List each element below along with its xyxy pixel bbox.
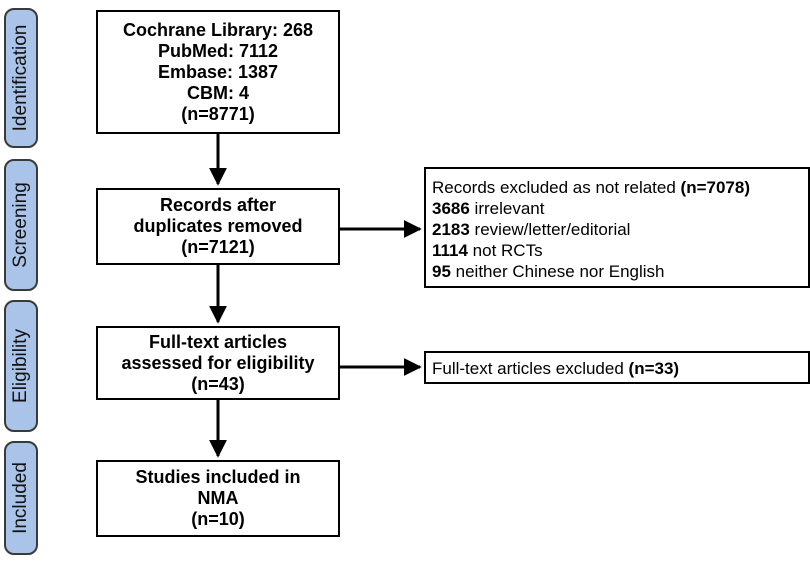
eligibility-line: assessed for eligibility [121,352,315,373]
identification-line: Cochrane Library: 268 [122,19,314,40]
exclusion-reason-count: 1114 [432,241,468,260]
fulltext-excluded-line: Full-text articles excluded (n=33) [432,358,808,379]
exclusion-reason-count: 2183 [432,220,470,239]
stage-label-eligibility-text: Eligibility [10,329,31,403]
eligibility-line: Full-text articles [148,331,288,352]
exclusion-reason: 1114 not RCTs [432,240,808,261]
exclusion-reason-label: neither Chinese nor English [450,262,665,281]
included-line: Studies included in [135,467,301,487]
stage-label-identification-text: Identification [10,24,31,132]
included-box: Studies included in NMA (n=10) [96,460,340,537]
screening-line: (n=7121) [181,237,255,257]
records-excluded-header: Records excluded as not related (n=7078) [432,177,808,198]
screening-line: Records after [159,195,277,215]
screening-line: duplicates removed [133,216,303,236]
exclusion-reason: 95 neither Chinese nor English [432,261,808,282]
identification-line: CBM: 4 [187,82,249,103]
exclusion-reason-count: 95 [432,262,451,281]
identification-box: Cochrane Library: 268 PubMed: 7112 Embas… [96,10,340,134]
exclusion-reason-label: irrelevant [469,199,545,218]
identification-line: PubMed: 7112 [157,40,279,61]
eligibility-box: Full-text articles assessed for eligibil… [96,326,340,400]
fulltext-excluded-text: Full-text articles excluded [432,359,629,378]
eligibility-line: (n=43) [191,373,245,394]
exclusion-reason-label: not RCTs [467,241,543,260]
stage-label-included-text: Included [10,462,31,534]
fulltext-excluded-count: (n=33) [628,359,680,378]
included-line: (n=10) [191,509,245,529]
identification-line: Embase: 1387 [157,61,279,82]
stage-label-screening-text: Screening [10,182,31,268]
stage-label-screening: Screening [4,159,38,291]
stage-label-eligibility: Eligibility [4,300,38,432]
screening-box: Records after duplicates removed (n=7121… [96,188,340,265]
records-excluded-header-text: Records excluded as not related [432,178,681,197]
exclusion-reason-count: 3686 [432,199,470,218]
records-excluded-count: (n=7078) [680,178,750,197]
exclusion-reason: 2183 review/letter/editorial [432,219,808,240]
identification-line: (n=8771) [181,103,255,124]
included-line: NMA [197,488,239,508]
exclusion-reason: 3686 irrelevant [432,198,808,219]
fulltext-excluded-box: Full-text articles excluded (n=33) [424,351,810,384]
stage-label-included: Included [4,441,38,555]
stage-label-identification: Identification [4,8,38,148]
records-excluded-box: Records excluded as not related (n=7078)… [424,167,810,288]
exclusion-reason-label: review/letter/editorial [469,220,631,239]
